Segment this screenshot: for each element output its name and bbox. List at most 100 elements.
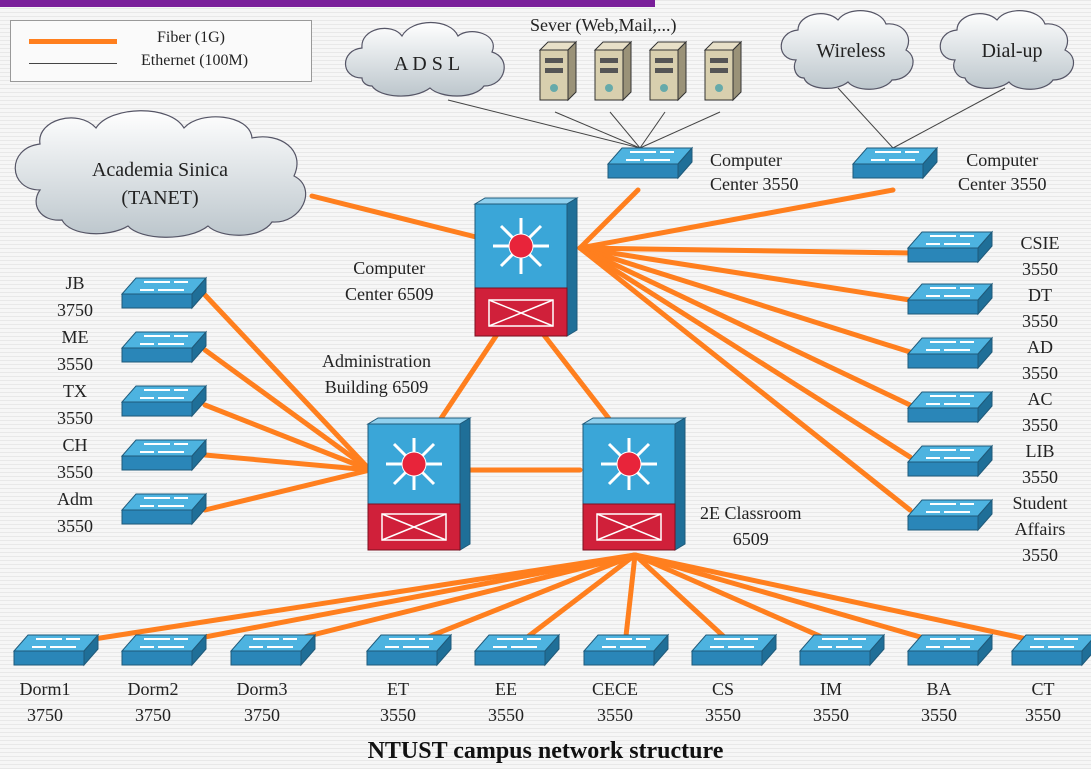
right-switch-name: AD <box>1027 337 1053 357</box>
cc3550-left-label: Computer Center 3550 <box>710 148 798 196</box>
admin6509-label: Administration Building 6509 <box>322 348 431 400</box>
bottom-switch-name: Dorm1 <box>19 679 71 699</box>
bottom-switch-model: 3550 <box>597 705 633 725</box>
server-icon <box>648 40 688 102</box>
left-switch-ch <box>120 438 208 472</box>
adsl-label: A D S L <box>394 53 460 75</box>
bottom-switch-ba <box>906 633 994 667</box>
bottom-switch-cece <box>582 633 670 667</box>
fiber-links <box>52 187 1058 648</box>
right-switch-name: CSIE <box>1020 233 1060 253</box>
top-switch-cc3550-left <box>606 146 694 180</box>
bottom-switch-model: 3550 <box>488 705 524 725</box>
right-switch-student-affairs <box>906 498 994 532</box>
student-affairs-line1: Student <box>1012 493 1068 513</box>
ethernet-swatch <box>29 63 117 64</box>
top-switch-cc3550-right <box>851 146 939 180</box>
bottom-switch-name: CT <box>1031 679 1055 699</box>
classroom6509-label: 2E Classroom 6509 <box>700 500 802 552</box>
bottom-switch-label: ET 3550 <box>357 676 439 728</box>
left-switch-jb <box>120 276 208 310</box>
bottom-switch-model: 3750 <box>27 705 63 725</box>
admin6509-line2: Building 6509 <box>324 377 429 397</box>
left-switch-name: Adm <box>57 489 93 509</box>
bottom-switch-dorm2 <box>120 633 208 667</box>
legend: Fiber (1G) Ethernet (100M) <box>10 20 312 82</box>
left-switch-model: 3550 <box>57 354 93 374</box>
bottom-switch-label: BA 3550 <box>898 676 980 728</box>
bottom-switch-dorm3 <box>229 633 317 667</box>
right-switch-ad <box>906 336 994 370</box>
right-switch-model: 3550 <box>1022 467 1058 487</box>
left-switch-model: 3550 <box>57 516 93 536</box>
bottom-switch-label: Dorm1 3750 <box>4 676 86 728</box>
right-switch-name: DT <box>1028 285 1052 305</box>
right-switch-model: 3550 <box>1022 259 1058 279</box>
title-accent-bar <box>0 0 655 7</box>
left-switch-model: 3550 <box>57 462 93 482</box>
bottom-switch-name: Dorm2 <box>127 679 179 699</box>
bottom-switch-model: 3550 <box>380 705 416 725</box>
access-switches <box>12 146 1091 667</box>
bottom-switch-name: EE <box>495 679 517 699</box>
academia-label-2: (TANET) <box>121 187 198 209</box>
left-switch-tx <box>120 384 208 418</box>
bottom-switch-name: IM <box>820 679 842 699</box>
legend-fiber-label: Fiber (1G) <box>157 29 225 46</box>
right-switch-dt <box>906 282 994 316</box>
bottom-switch-cs <box>690 633 778 667</box>
core-switch-classroom <box>581 417 687 551</box>
bottom-switch-name: Dorm3 <box>236 679 288 699</box>
right-switch-model: 3550 <box>1022 415 1058 435</box>
wireless-cloud: Wireless <box>780 10 914 90</box>
dialup-cloud: Dial-up <box>939 10 1075 90</box>
admin6509-line1: Administration <box>322 351 431 371</box>
right-switch-name: LIB <box>1025 441 1055 461</box>
bottom-switch-model: 3550 <box>705 705 741 725</box>
cc3550-left-line2: Center 3550 <box>710 174 799 194</box>
left-switch-name: ME <box>61 327 89 347</box>
bottom-switch-im <box>798 633 886 667</box>
cc3550-right-label: Computer Center 3550 <box>958 148 1046 196</box>
dialup-label: Dial-up <box>981 40 1042 62</box>
academia-cloud: Academia Sinica (TANET) <box>14 110 307 238</box>
bottom-switch-label: EE 3550 <box>465 676 547 728</box>
cc6509-line1: Computer <box>353 258 426 278</box>
right-switch-labels: CSIE 3550 DT 3550 AD 3550 AC 3550 LIB 35… <box>1000 230 1080 568</box>
left-switch-labels: JB 3750 ME 3550 TX 3550 CH 3550 Adm 3550 <box>40 270 110 540</box>
adsl-cloud: A D S L <box>345 22 505 97</box>
bottom-switch-model: 3550 <box>921 705 957 725</box>
bottom-switch-et <box>365 633 453 667</box>
diagram-title: NTUST campus network structure <box>367 738 724 764</box>
left-switch-me <box>120 330 208 364</box>
servers-label: Sever (Web,Mail,...) <box>530 15 677 35</box>
server-icon <box>538 40 578 102</box>
ethernet-links <box>447 87 1006 149</box>
legend-ethernet-label: Ethernet (100M) <box>141 52 249 69</box>
cc3550-left-line1: Computer <box>710 150 782 170</box>
right-switch-model: 3550 <box>1022 311 1058 331</box>
cc3550-right-line2: Center 3550 <box>958 174 1047 194</box>
right-switch-model: 3550 <box>1022 363 1058 383</box>
server-group <box>538 40 743 102</box>
cc6509-label: Computer Center 6509 <box>345 255 433 307</box>
wireless-label: Wireless <box>816 40 885 62</box>
bottom-switch-ct <box>1010 634 1091 667</box>
bottom-switch-name: CECE <box>591 679 638 699</box>
bottom-switch-ee <box>473 633 561 667</box>
right-switch-csie <box>906 230 994 264</box>
bottom-switch-name: BA <box>926 679 952 699</box>
right-switch-lib <box>906 444 994 478</box>
left-switch-model: 3550 <box>57 408 93 428</box>
left-switch-adm <box>120 492 208 526</box>
core-switch-computer-center <box>473 197 579 337</box>
bottom-switch-name: ET <box>387 679 409 699</box>
academia-label-1: Academia Sinica <box>92 159 228 181</box>
fiber-swatch <box>29 39 117 44</box>
